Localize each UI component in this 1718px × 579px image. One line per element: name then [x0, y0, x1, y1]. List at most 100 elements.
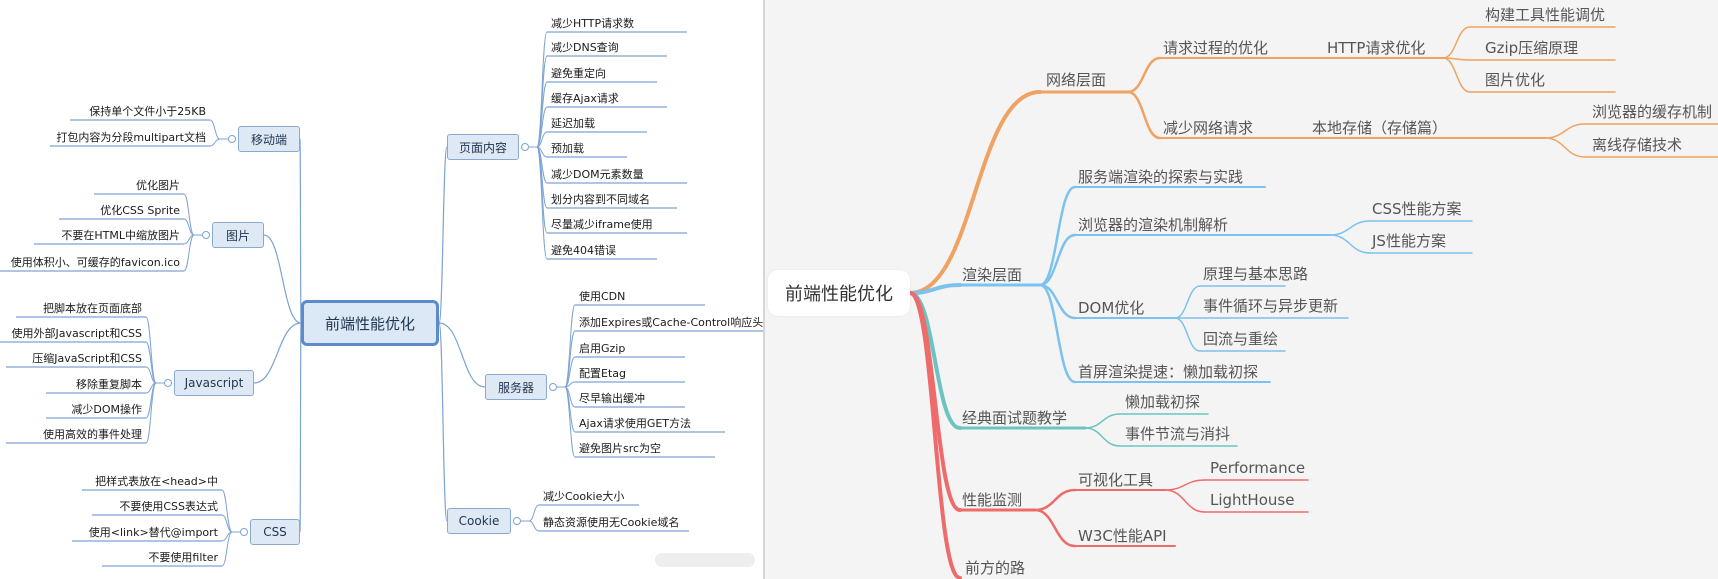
collapse-toggle-icon: [549, 383, 557, 391]
http-item-label: 图片优化: [1485, 71, 1546, 89]
request-optimization-label: 请求过程的优化: [1163, 39, 1269, 57]
left-leaf-text: 打包内容为分段multipart文档: [56, 131, 206, 144]
left-leaf-text: 预加载: [551, 142, 584, 155]
left-leaf-connector: [145, 366, 157, 384]
left-root-node: 前端性能优化: [301, 300, 439, 346]
right-connector: [1329, 220, 1371, 236]
left-leaf-connector: [536, 55, 548, 148]
left-leaf-text: 把样式表放在<head>中: [95, 475, 218, 488]
left-branch-connector: [299, 322, 302, 533]
future-main-connector: [908, 291, 962, 579]
left-leaf-text: 使用外部Javascript和CSS: [11, 327, 142, 340]
left-leaf-connector: [564, 381, 576, 388]
left-leaf-connector: [536, 106, 548, 148]
left-branch-node: 移动端: [238, 126, 300, 152]
dom-optimization-label: DOM优化: [1078, 299, 1145, 317]
network-label: 网络层面: [1046, 71, 1107, 89]
left-leaf-text: 使用CDN: [579, 290, 626, 303]
right-connector: [1038, 233, 1077, 287]
left-leaf-text: 划分内容到不同域名: [551, 193, 650, 206]
panel-divider: [763, 0, 765, 579]
dom-item-label: 事件循环与异步更新: [1203, 297, 1339, 315]
left-leaf-text: 不要使用CSS表达式: [119, 500, 218, 513]
right-connector: [1544, 123, 1586, 139]
left-leaf-connector: [536, 131, 548, 148]
left-leaf-text: 添加Expires或Cache-Control响应头: [579, 316, 764, 329]
collapse-toggle-icon: [228, 135, 236, 143]
left-leaf-connector: [221, 489, 233, 533]
left-leaf-text: 减少DNS查询: [551, 41, 619, 54]
left-leaf-connector: [221, 514, 233, 533]
left-leaf-text: 启用Gzip: [579, 342, 626, 355]
left-leaf-connector: [209, 119, 221, 140]
render-main-connector: [908, 283, 962, 295]
collapse-toggle-icon: [240, 528, 248, 536]
left-branch-connector: [299, 138, 302, 324]
network-main-connector: [908, 90, 1042, 295]
left-branch-connector: [253, 322, 302, 384]
right-connector: [1329, 234, 1371, 254]
right-connector: [1033, 488, 1077, 512]
left-branch-node: Javascript: [174, 370, 254, 396]
classic-item-label: 事件节流与消抖: [1125, 425, 1231, 443]
left-leaf-text: 避免404错误: [551, 244, 616, 257]
left-leaf-text: 优化图片: [136, 179, 180, 192]
left-leaf-connector: [564, 386, 576, 458]
classic-item-label: 懒加载初探: [1125, 393, 1201, 411]
left-branch-node: 图片: [212, 222, 264, 248]
left-branch-node: 服务器: [485, 374, 547, 400]
right-connector: [1038, 185, 1077, 287]
left-leaf-connector: [536, 146, 548, 260]
dom-item-label: 原理与基本思路: [1203, 265, 1309, 283]
right-connector: [1084, 413, 1121, 429]
visual-tool-item: Performance: [1210, 459, 1306, 477]
left-leaf-text: 把脚本放在页面底部: [43, 302, 142, 315]
left-leaf-text: 减少DOM操作: [71, 403, 142, 416]
right-connector: [1164, 479, 1206, 491]
storage-item-label: 离线存储技术: [1592, 136, 1683, 154]
left-leaf-connector: [183, 234, 195, 272]
left-leaf-connector: [183, 193, 195, 236]
left-branch-connector: [438, 146, 448, 324]
left-leaf-text: 减少Cookie大小: [543, 490, 625, 503]
left-leaf-connector: [145, 316, 157, 384]
left-leaf-text: 使用体积小、可缓存的favicon.ico: [10, 256, 180, 269]
left-leaf-text: 优化CSS Sprite: [100, 204, 180, 217]
ssr-label: 服务端渲染的探索与实践: [1078, 168, 1244, 186]
left-branch-node: Cookie: [447, 508, 511, 534]
left-leaf-connector: [183, 218, 195, 236]
w3c-api-label: W3C性能API: [1078, 527, 1167, 545]
local-storage-label: 本地存储（存储篇）: [1312, 119, 1448, 137]
left-leaf-connector: [221, 531, 233, 567]
left-leaf-connector: [528, 504, 540, 522]
right-connector: [1174, 317, 1201, 352]
left-leaf-text: 使用高效的事件处理: [43, 428, 142, 441]
left-branch-connector: [438, 322, 448, 522]
left-leaf-text: 移除重复脚本: [76, 378, 142, 391]
browser-render-label: 浏览器的渲染机制解析: [1078, 216, 1229, 234]
future-label: 前方的路: [965, 559, 1026, 577]
left-leaf-text: 减少HTTP请求数: [551, 17, 635, 30]
right-connector: [1164, 489, 1206, 513]
left-leaf-text: 避免重定向: [551, 67, 606, 80]
left-branch-node: CSS: [250, 519, 300, 545]
right-connector: [1174, 285, 1201, 319]
browser-item-label: JS性能方案: [1372, 232, 1446, 250]
right-connector: [1033, 508, 1077, 548]
monitor-label: 性能监测: [962, 491, 1023, 509]
http-optimization-label: HTTP请求优化: [1327, 39, 1426, 57]
browser-item-label: CSS性能方案: [1372, 200, 1462, 218]
right-connector: [1126, 90, 1162, 140]
http-item-label: Gzip压缩原理: [1485, 39, 1579, 57]
left-leaf-connector: [145, 341, 157, 384]
left-leaf-text: 不要使用filter: [148, 551, 218, 564]
right-connector: [1442, 26, 1471, 59]
collapse-toggle-icon: [164, 379, 172, 387]
right-connector: [1038, 283, 1077, 384]
left-leaf-text: 尽早输出缓冲: [579, 392, 645, 405]
right-connector: [1084, 427, 1121, 447]
first-screen-label: 首屏渲染提速：懒加载初探: [1078, 363, 1259, 381]
render-label: 渲染层面: [962, 266, 1023, 284]
left-leaf-text: 延迟加载: [551, 117, 595, 130]
